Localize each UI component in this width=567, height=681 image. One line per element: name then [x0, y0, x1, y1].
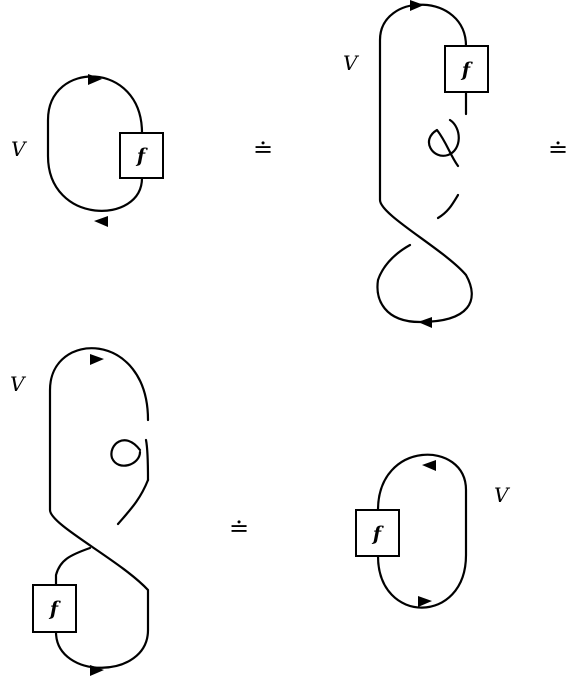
arrowhead-bottom [90, 665, 104, 676]
equivalence-symbol-2: ≐ [548, 135, 567, 163]
upper-loop-strand [48, 347, 150, 669]
loop-left-strand [46, 75, 144, 212]
space-label-v: V [343, 51, 360, 75]
equivalence-symbol-1: ≐ [253, 135, 273, 163]
morphism-box-f [32, 584, 77, 633]
arrowhead-top [410, 0, 424, 11]
morphism-label-f: f [135, 145, 148, 167]
loop-strand [376, 453, 468, 609]
equivalence-symbol-3: ≐ [229, 514, 249, 542]
crossing-overstrand [116, 478, 150, 526]
arrowhead-top [90, 354, 104, 365]
arrowhead-top [422, 460, 436, 471]
space-label-v: V [494, 483, 511, 507]
upper-loop-strand [376, 3, 473, 324]
twisted-loop-diagram-bottom: V f [10, 347, 150, 676]
twisted-loop-diagram-top: V f [343, 0, 489, 328]
morphism-box-f [355, 509, 400, 557]
space-label-v: V [10, 372, 27, 396]
curl-strand [110, 438, 150, 482]
morphism-label-f: f [460, 59, 473, 81]
arrowhead-top [88, 74, 102, 85]
crossing-understrand [54, 546, 92, 587]
plain-loop-diagram-top: V f [11, 74, 164, 227]
morphism-box-f [119, 132, 164, 179]
arrowhead-bottom [94, 216, 108, 227]
arrowhead-bottom [418, 317, 432, 328]
morphism-box-f [444, 45, 489, 93]
curl-strand [427, 90, 468, 168]
plain-loop-diagram-bottom: V f [355, 453, 511, 609]
morphism-label-f: f [48, 598, 61, 620]
arrowhead-bottom [418, 596, 432, 607]
crossing-overstrand [436, 193, 460, 220]
space-label-v: V [11, 137, 28, 161]
morphism-label-f: f [371, 523, 384, 545]
